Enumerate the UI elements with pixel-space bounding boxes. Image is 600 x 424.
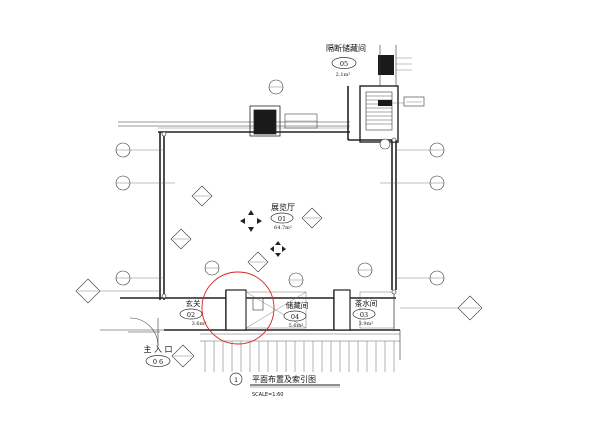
room-number-ring-02 xyxy=(179,308,203,320)
room-number-tea: 03 xyxy=(360,311,368,319)
entrance-number-ring xyxy=(145,355,171,367)
title-block-scale: SCALE=1:60 xyxy=(252,392,283,398)
room-area-foyer: 3.6m² xyxy=(192,321,207,327)
column-top-left-frame xyxy=(249,105,281,137)
title-block-title: 平面布置及索引图 xyxy=(252,374,316,384)
exterior-floor-hatch xyxy=(200,333,400,372)
room-number-ring-04 xyxy=(283,310,307,322)
room-number-ring-03 xyxy=(352,308,376,320)
index-markers xyxy=(115,79,445,288)
room-name-hall: 展览厅 xyxy=(271,202,295,212)
center-symbol xyxy=(240,210,286,257)
room-number-foyer: 02 xyxy=(187,311,195,319)
room-number-ring-05 xyxy=(331,57,357,69)
room-name-tea: 茶水间 xyxy=(355,298,378,308)
column-top-left xyxy=(253,109,277,135)
column-dot-3 xyxy=(391,289,397,295)
room-number-hall: 01 xyxy=(278,215,286,223)
room-area-hall: 64.7m² xyxy=(274,225,292,231)
partition-storage-room xyxy=(359,45,412,143)
tag-box-right xyxy=(403,96,425,107)
title-index: 1 xyxy=(234,377,238,384)
entrance-label: 主 入 口 xyxy=(143,344,172,354)
diamond-markers xyxy=(75,185,483,368)
title-index-circle xyxy=(229,372,243,386)
room-name-partition: 隔断储藏间 xyxy=(326,43,366,53)
room-area-storage: 5.6m² xyxy=(289,323,304,329)
lower-rooms xyxy=(100,289,400,331)
room-area-tea: 3.9m² xyxy=(359,321,374,327)
room-name-storage: 储藏间 xyxy=(286,300,309,310)
room-number-storage: 04 xyxy=(291,313,299,321)
room-number-ring-01 xyxy=(270,212,294,224)
room-area-partition: 2.1m² xyxy=(336,72,351,78)
hall-walls xyxy=(159,86,397,300)
column-dot-2 xyxy=(161,293,167,299)
column-dot-4 xyxy=(391,137,397,143)
entrance-number: 0 6 xyxy=(153,358,163,366)
entrance-door-swing xyxy=(129,317,159,347)
top-wall-band xyxy=(118,121,350,133)
column-dot-1 xyxy=(161,131,167,137)
highlight-circle xyxy=(201,271,275,345)
room-name-foyer: 玄关 xyxy=(186,298,201,308)
room-number-partition: 05 xyxy=(340,60,348,68)
